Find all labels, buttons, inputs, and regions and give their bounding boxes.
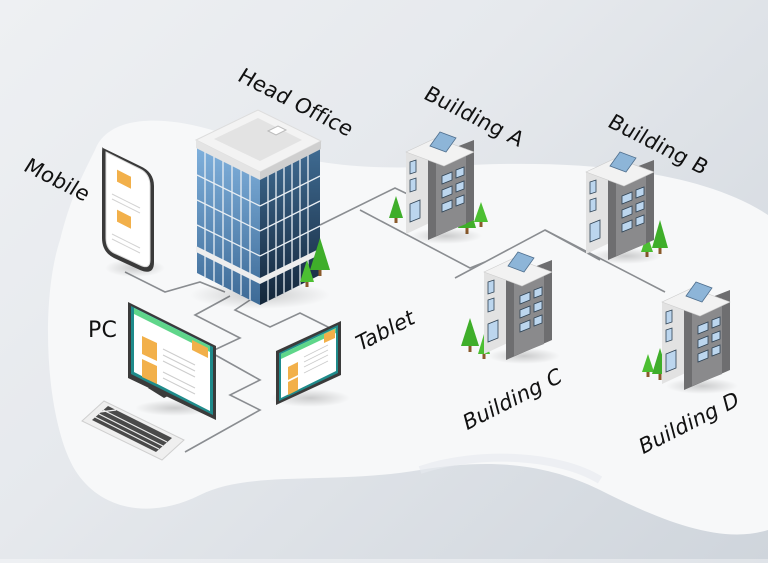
- folder-icon: [142, 359, 157, 384]
- pc-computer: [81, 302, 216, 461]
- folder-icon: [117, 169, 131, 189]
- folder-icon: [142, 336, 157, 361]
- mobile-device: [102, 147, 165, 277]
- network-cables: [124, 187, 666, 453]
- building-a: [405, 131, 482, 244]
- tablet-device: [270, 321, 350, 407]
- label-pc: PC: [88, 318, 118, 343]
- folder-icon: [288, 362, 298, 380]
- head-office-building: [190, 109, 330, 309]
- folder-icon: [288, 377, 298, 395]
- folder-icon: [117, 209, 131, 229]
